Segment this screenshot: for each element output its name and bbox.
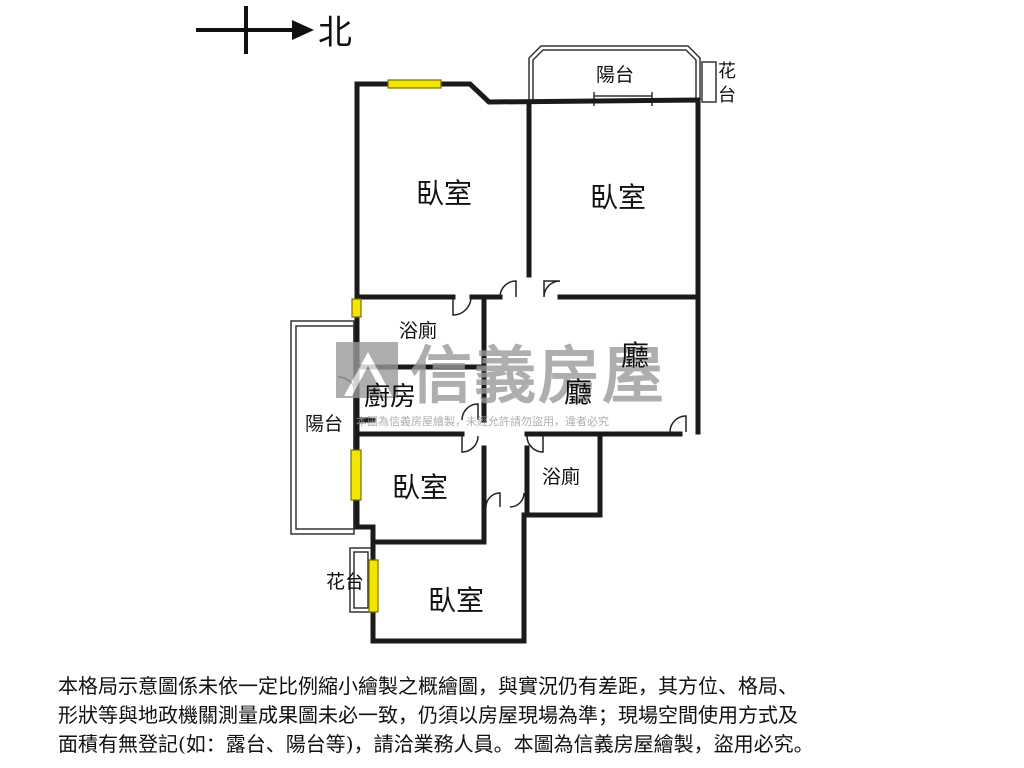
- windows: [350, 79, 442, 613]
- door-kitchen: [461, 403, 479, 421]
- balcony-left-outline: [290, 320, 355, 535]
- window-left-mid: [350, 449, 362, 501]
- label-planter-top-1: 花: [718, 61, 736, 82]
- door-bathroom-upper: [452, 296, 472, 316]
- label-balcony-top: 陽台: [596, 64, 634, 86]
- label-planter-left: 花台: [326, 571, 364, 593]
- disclaimer: 本格局示意圖係未依一定比例縮小繪製之概繪圖，與實況仍有差距，其方位、格局、 形狀…: [58, 672, 988, 759]
- disclaimer-line-3: 面積有無登記(如：露台、陽台等)，請洽業務人員。本圖為信義房屋繪製，盜用必究。: [58, 732, 814, 756]
- label-living-room: 廳: [621, 339, 649, 372]
- door-bedroom-mid: [461, 435, 479, 453]
- window-left-lower: [368, 559, 379, 613]
- door-bedroom-nw: [499, 280, 517, 298]
- compass-arrowhead-icon: [292, 20, 314, 40]
- window-left-upper: [351, 298, 362, 318]
- label-bathroom-upper: 浴廁: [399, 319, 437, 342]
- disclaimer-line-2: 形狀等與地政機關測量成果圖未必一致，仍須以房屋現場為準；現場空間使用方式及: [58, 703, 798, 727]
- label-kitchen: 廚房: [364, 382, 416, 412]
- door-bathroom-lower: [526, 435, 544, 453]
- label-planter-top-2: 台: [718, 85, 736, 106]
- label-bedroom-bottom: 臥室: [428, 584, 484, 617]
- doors: [337, 280, 687, 508]
- label-bathroom-lower: 浴廁: [542, 465, 580, 488]
- floor-plan: 北: [196, 6, 736, 644]
- watermark: 信義房屋 本圖為信義房屋繪製，未經允許請勿盜用，違者必究: [336, 339, 666, 428]
- compass-north-label: 北: [318, 13, 352, 53]
- label-bedroom-ne: 臥室: [590, 181, 646, 214]
- disclaimer-line-1: 本格局示意圖係未依一定比例縮小繪製之概繪圖，與實況仍有差距，其方位、格局、: [58, 674, 798, 698]
- door-bedroom-bottom-b: [509, 492, 525, 508]
- label-bedroom-nw: 臥室: [416, 177, 472, 210]
- balcony-top-outline: [528, 45, 717, 103]
- door-bedroom-ne: [543, 280, 561, 298]
- door-bedroom-bottom-a: [485, 492, 501, 508]
- window-top: [387, 79, 442, 89]
- compass: 北: [196, 6, 352, 54]
- door-entrance: [669, 415, 687, 433]
- room-labels: 臥室 臥室 陽台 花 台 浴廁 廚房 廳 廳 陽台 臥室 浴廁 花台 臥室: [305, 61, 736, 617]
- label-balcony-left: 陽台: [305, 413, 343, 435]
- label-bedroom-mid: 臥室: [392, 471, 448, 504]
- watermark-brand: 信義房屋: [410, 339, 666, 412]
- label-dining-room: 廳: [564, 376, 592, 409]
- watermark-notice: 本圖為信義房屋繪製，未經允許請勿盜用，違者必究: [356, 414, 609, 428]
- watermark-logo-icon: [336, 342, 398, 398]
